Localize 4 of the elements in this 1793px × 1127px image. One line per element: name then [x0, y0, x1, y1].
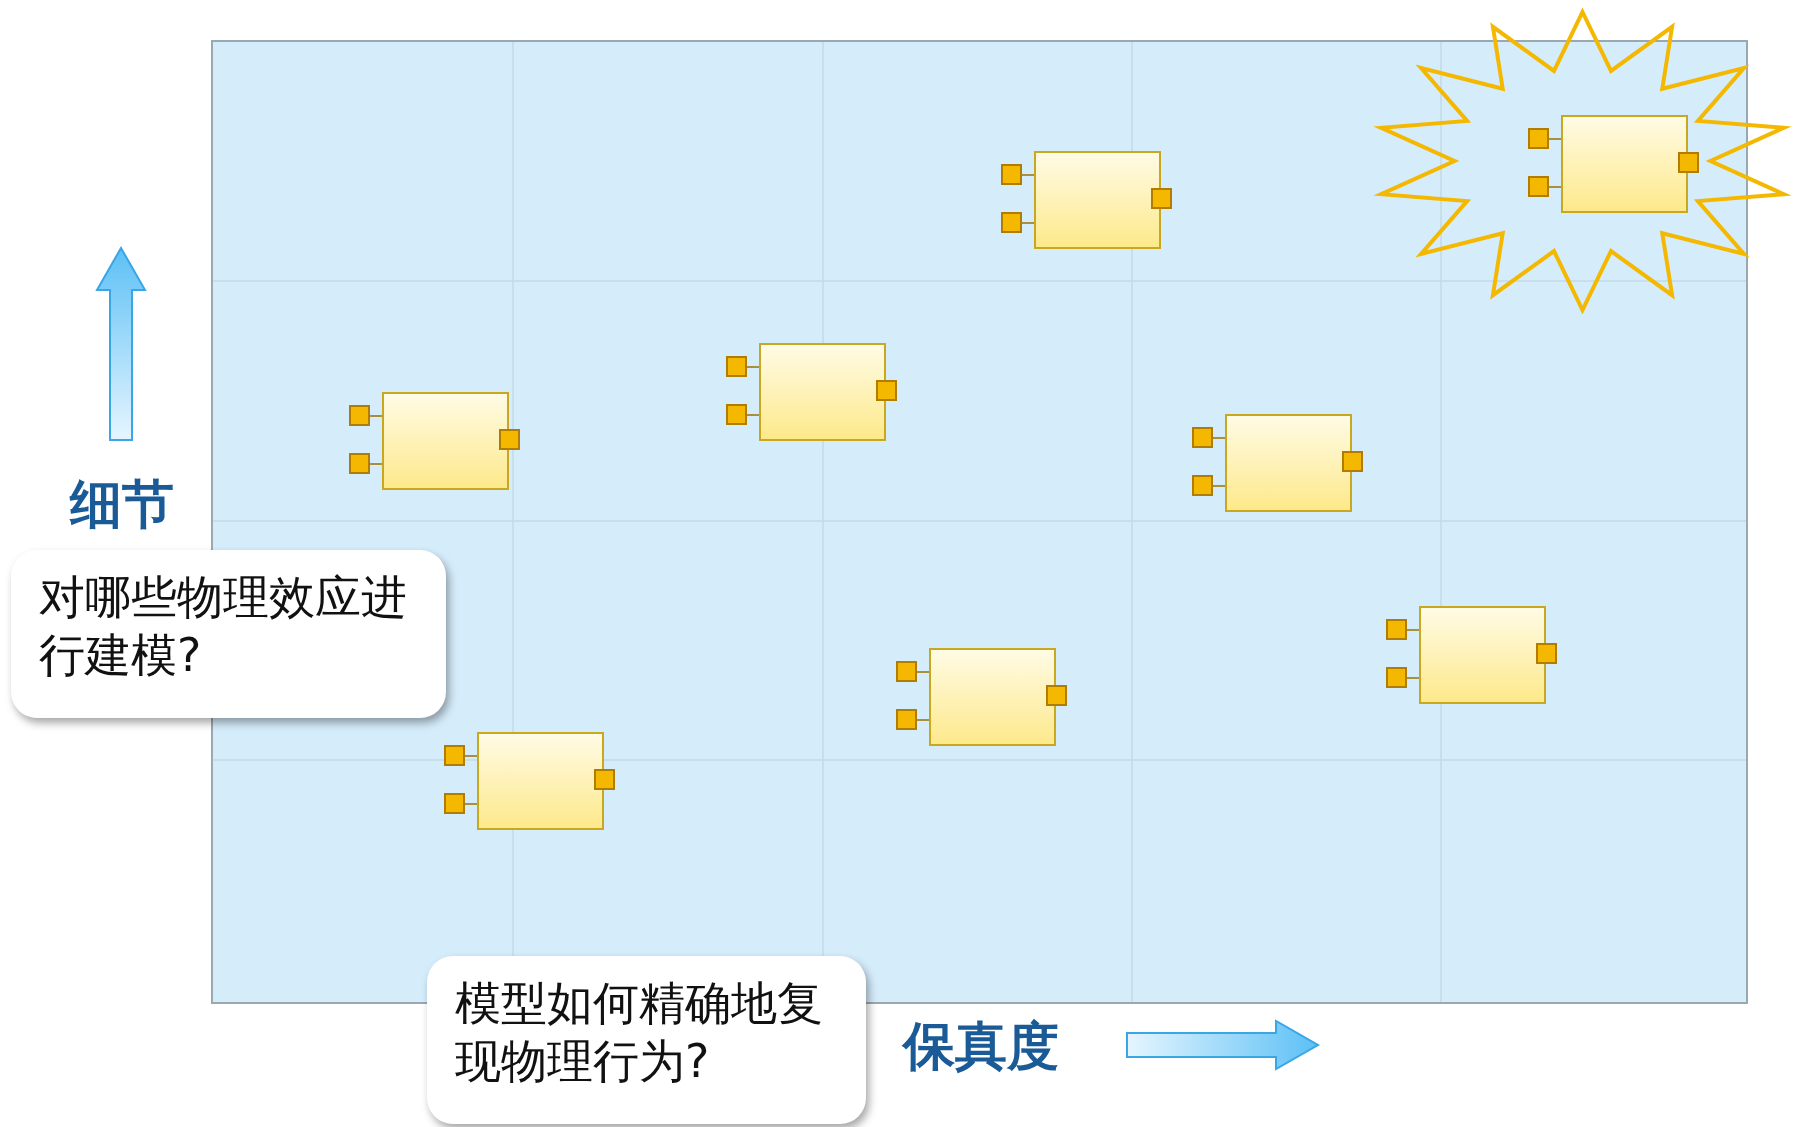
axis-title: 保真度 [903, 1015, 1059, 1078]
speech-bubble: 模型如何精确地复现物理行为? [427, 956, 866, 1124]
speech-bubble: 对哪些物理效应进行建模? [11, 550, 446, 718]
axis-title: 细节 [70, 473, 174, 536]
